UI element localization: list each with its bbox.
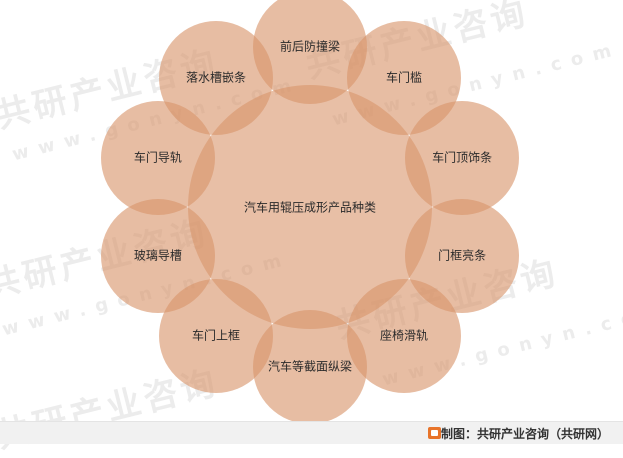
source-footer: 制图：共研产业咨询（共研网） (0, 421, 623, 444)
node-label: 座椅滑轨 (380, 328, 429, 343)
node-label: 车门上框 (191, 328, 240, 343)
node-label: 前后防撞梁 (279, 39, 340, 54)
node-label: 玻璃导槽 (133, 248, 182, 263)
node-circle (158, 20, 273, 135)
center-label: 汽车用辊压成形产品种类 (243, 200, 377, 215)
node-circle (100, 199, 215, 314)
node-label: 车门导轨 (133, 150, 182, 165)
gonyn-logo-icon (428, 427, 441, 439)
node-label: 落水槽嵌条 (185, 70, 246, 85)
node-label: 汽车等截面纵梁 (268, 359, 353, 374)
source-text: 制图：共研产业咨询（共研网） (440, 427, 609, 441)
node-label: 车门顶饰条 (432, 150, 493, 165)
node-label: 门框亮条 (438, 248, 487, 263)
node-circle (405, 100, 520, 215)
node-label: 车门槛 (386, 70, 423, 85)
